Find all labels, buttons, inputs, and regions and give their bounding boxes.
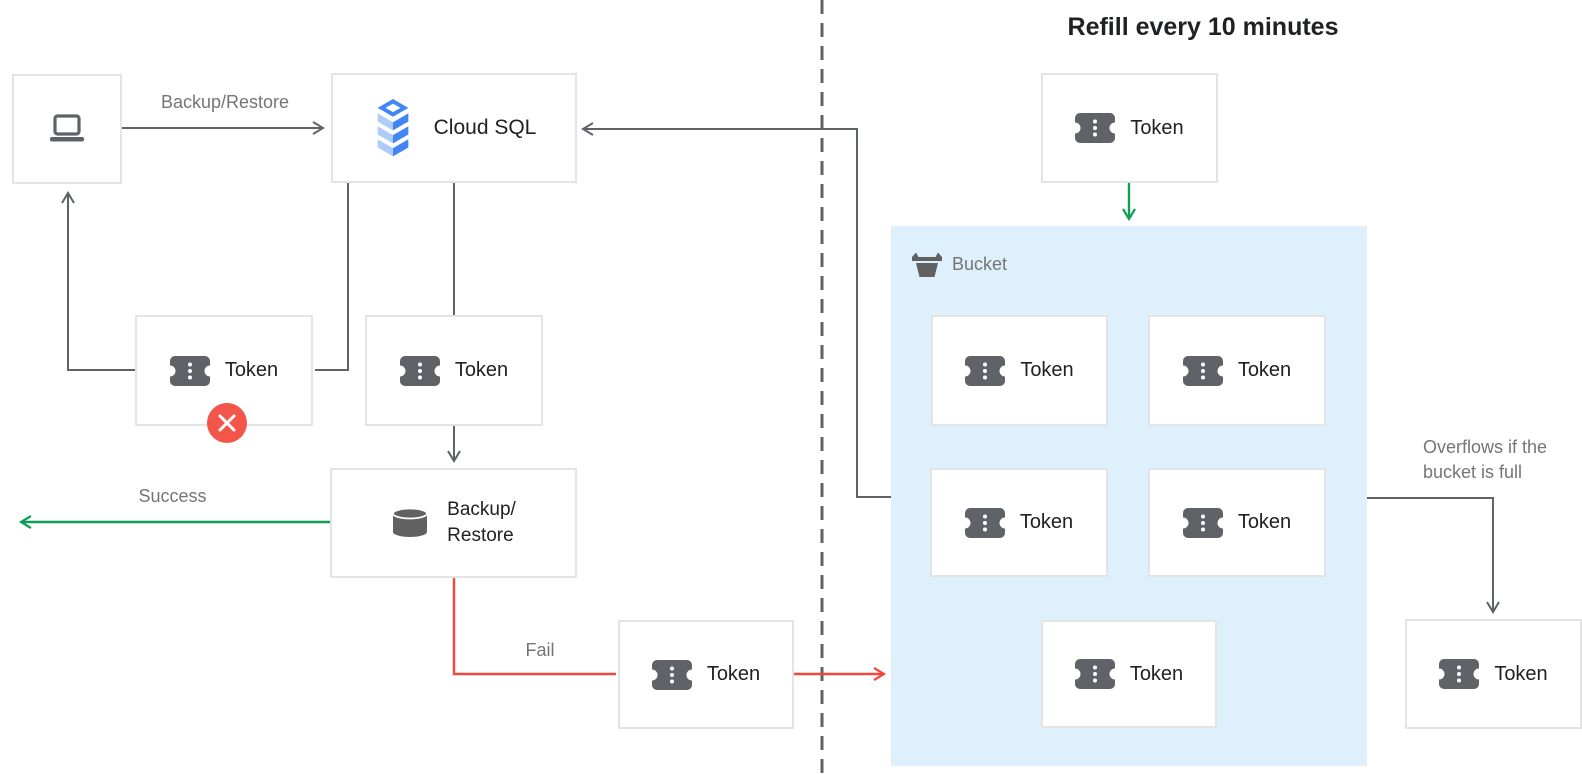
token-icon: [1075, 113, 1116, 143]
error-badge: [207, 403, 247, 443]
token-icon: [1182, 507, 1223, 538]
bucket-label: Bucket: [952, 253, 1008, 274]
arrow-token-to-client: [61, 191, 135, 371]
client-node: [12, 74, 122, 184]
laptop-icon: [50, 114, 84, 142]
database-icon: [392, 508, 429, 537]
overflow-label-line1: Overflows if the: [1423, 437, 1548, 457]
cloud-sql-node: Cloud SQL: [331, 73, 577, 183]
token-icon: [1439, 659, 1480, 689]
arrow-bucket-to-cloudsql: [581, 122, 891, 498]
token-fail-node: Token: [618, 620, 794, 729]
line-cloudsql-to-token-rejected: [315, 183, 349, 371]
token-refill-node: Token: [1041, 73, 1218, 183]
backup-restore-label-line1: Backup/: [447, 499, 516, 520]
overflow-label: Overflows if the bucket is full: [1423, 435, 1573, 485]
refill-title: Refill every 10 minutes: [1067, 13, 1339, 41]
cloud-sql-stack-icon: [377, 99, 408, 157]
cloud-sql-label: Cloud SQL: [433, 116, 537, 139]
token-icon: [1074, 659, 1115, 689]
token-label: Token: [1129, 662, 1184, 685]
token-overflow-node: Token: [1405, 619, 1582, 729]
overflow-label-line2: bucket is full: [1423, 462, 1523, 482]
bucket-icon: [912, 252, 942, 277]
success-label: Success: [138, 486, 207, 506]
backup-restore-label: Backup/ Restore: [447, 497, 516, 549]
token-icon: [1182, 355, 1223, 386]
backup-restore-label-line2: Restore: [447, 525, 514, 546]
bucket-token-node: Token: [1041, 620, 1217, 728]
token-label: Token: [1019, 511, 1074, 533]
bucket-token-node: Token: [1148, 315, 1326, 426]
token-label: Token: [1020, 359, 1074, 381]
token-icon: [169, 355, 210, 386]
token-icon: [651, 659, 692, 690]
x-circle-icon: [218, 414, 236, 432]
bucket-token-node: Token: [930, 468, 1108, 577]
token-icon: [965, 355, 1006, 386]
bucket-header: Bucket: [911, 250, 1007, 278]
token-icon: [964, 507, 1005, 538]
token-label: Token: [1494, 662, 1548, 685]
token-label: Token: [224, 359, 279, 381]
bucket-token-node: Token: [1148, 468, 1326, 577]
token-label: Token: [1237, 511, 1292, 533]
token-in-use-node: Token: [365, 315, 543, 426]
token-label: Token: [1130, 116, 1184, 139]
backup-restore-node: Backup/ Restore: [330, 468, 577, 578]
token-icon: [399, 355, 440, 386]
arrow-overflow: [1367, 497, 1500, 614]
backup-restore-flow-label: Backup/Restore: [160, 92, 290, 112]
fail-label: Fail: [525, 640, 555, 660]
token-label: Token: [706, 663, 761, 685]
token-label: Token: [1237, 359, 1292, 381]
token-label: Token: [454, 359, 509, 381]
bucket-token-node: Token: [931, 315, 1108, 426]
